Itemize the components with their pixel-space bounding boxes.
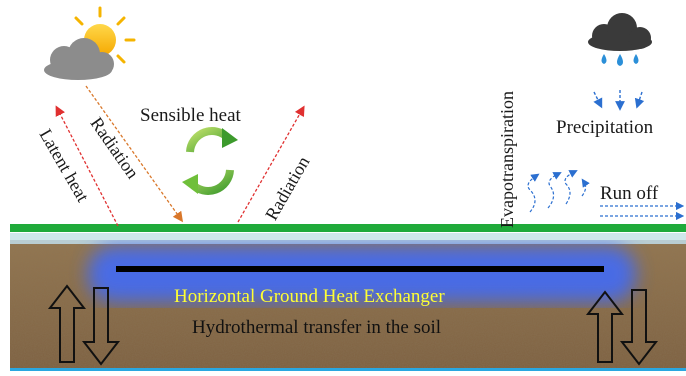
up-down-arrows-icon [585, 289, 659, 366]
run-off-label: Run off [600, 183, 659, 204]
rain-cloud-icon [588, 13, 652, 66]
recycle-arrows-icon [182, 127, 238, 195]
heat-exchanger-label: Horizontal Ground Heat Exchanger [174, 286, 445, 307]
grass-line [10, 224, 686, 232]
precipitation-arrows [593, 90, 645, 111]
radiation-out-arrow [237, 105, 305, 223]
soil-top-strip [10, 240, 686, 244]
surface-strip [10, 233, 686, 240]
run-off-arrows [600, 201, 685, 221]
evapotranspiration-label: Evapotranspiration [497, 91, 517, 228]
sensible-heat-label: Sensible heat [140, 105, 241, 126]
hydrothermal-label: Hydrothermal transfer in the soil [192, 317, 442, 338]
cloud-icon [44, 38, 114, 80]
radiation-in-arrow [85, 85, 184, 223]
heat-exchanger [88, 246, 636, 302]
precipitation-label: Precipitation [556, 117, 654, 138]
evapotranspiration-arrows [527, 170, 590, 213]
up-down-arrows-icon [47, 284, 121, 366]
latent-heat-arrow [55, 105, 119, 227]
groundwater-line [10, 368, 686, 371]
